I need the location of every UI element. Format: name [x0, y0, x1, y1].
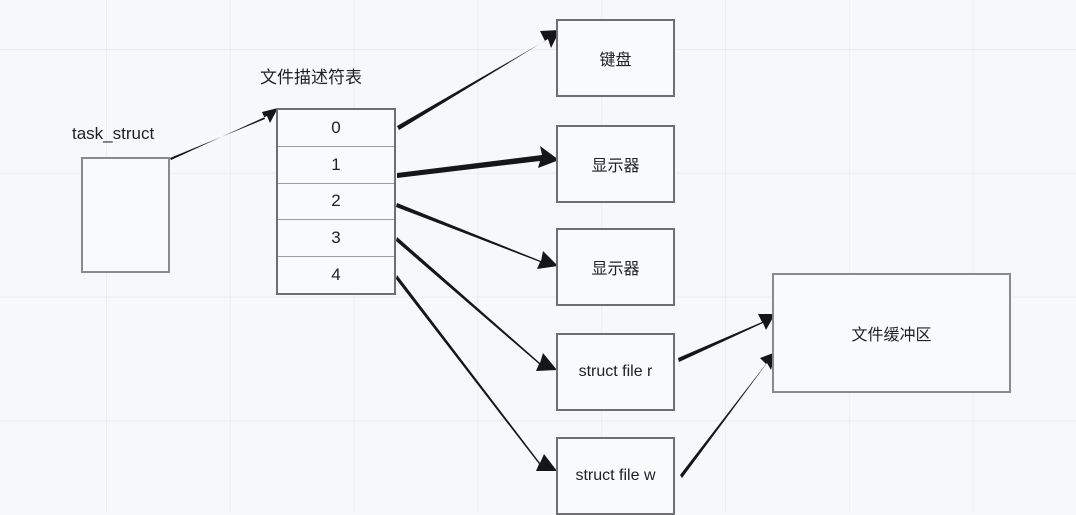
monitor-box-1[interactable]: 显示器: [556, 125, 675, 203]
arrow-fd2-to-monitor2: [396, 203, 558, 269]
arrow-file-r-to-buffer: [678, 314, 775, 362]
task-struct-box[interactable]: [81, 157, 170, 273]
arrow-task-to-fdtable: [170, 108, 278, 160]
fd-row-0[interactable]: 0: [278, 110, 394, 147]
fd-row-2[interactable]: 2: [278, 184, 394, 221]
file-buffer-box[interactable]: 文件缓冲区: [772, 273, 1011, 393]
fd-row-3[interactable]: 3: [278, 220, 394, 258]
arrow-fd1-to-monitor1: [397, 146, 559, 178]
fd-table[interactable]: 0 1 2 3 4: [276, 108, 396, 295]
fd-row-4[interactable]: 4: [331, 265, 341, 285]
arrow-fd4-to-file-w: [396, 275, 557, 471]
arrow-file-w-to-buffer: [680, 352, 776, 478]
monitor-box-2[interactable]: 显示器: [556, 228, 675, 306]
keyboard-box[interactable]: 键盘: [556, 19, 675, 97]
fd-table-label: 文件描述符表: [260, 68, 362, 88]
arrow-fd0-to-keyboard: [397, 30, 560, 130]
struct-file-r-box[interactable]: struct file r: [556, 333, 675, 411]
struct-file-w-box[interactable]: struct file w: [556, 437, 675, 515]
fd-row-1[interactable]: 1: [278, 147, 394, 184]
task-struct-label: task_struct: [72, 124, 155, 143]
arrow-fd3-to-file-r: [396, 237, 557, 371]
